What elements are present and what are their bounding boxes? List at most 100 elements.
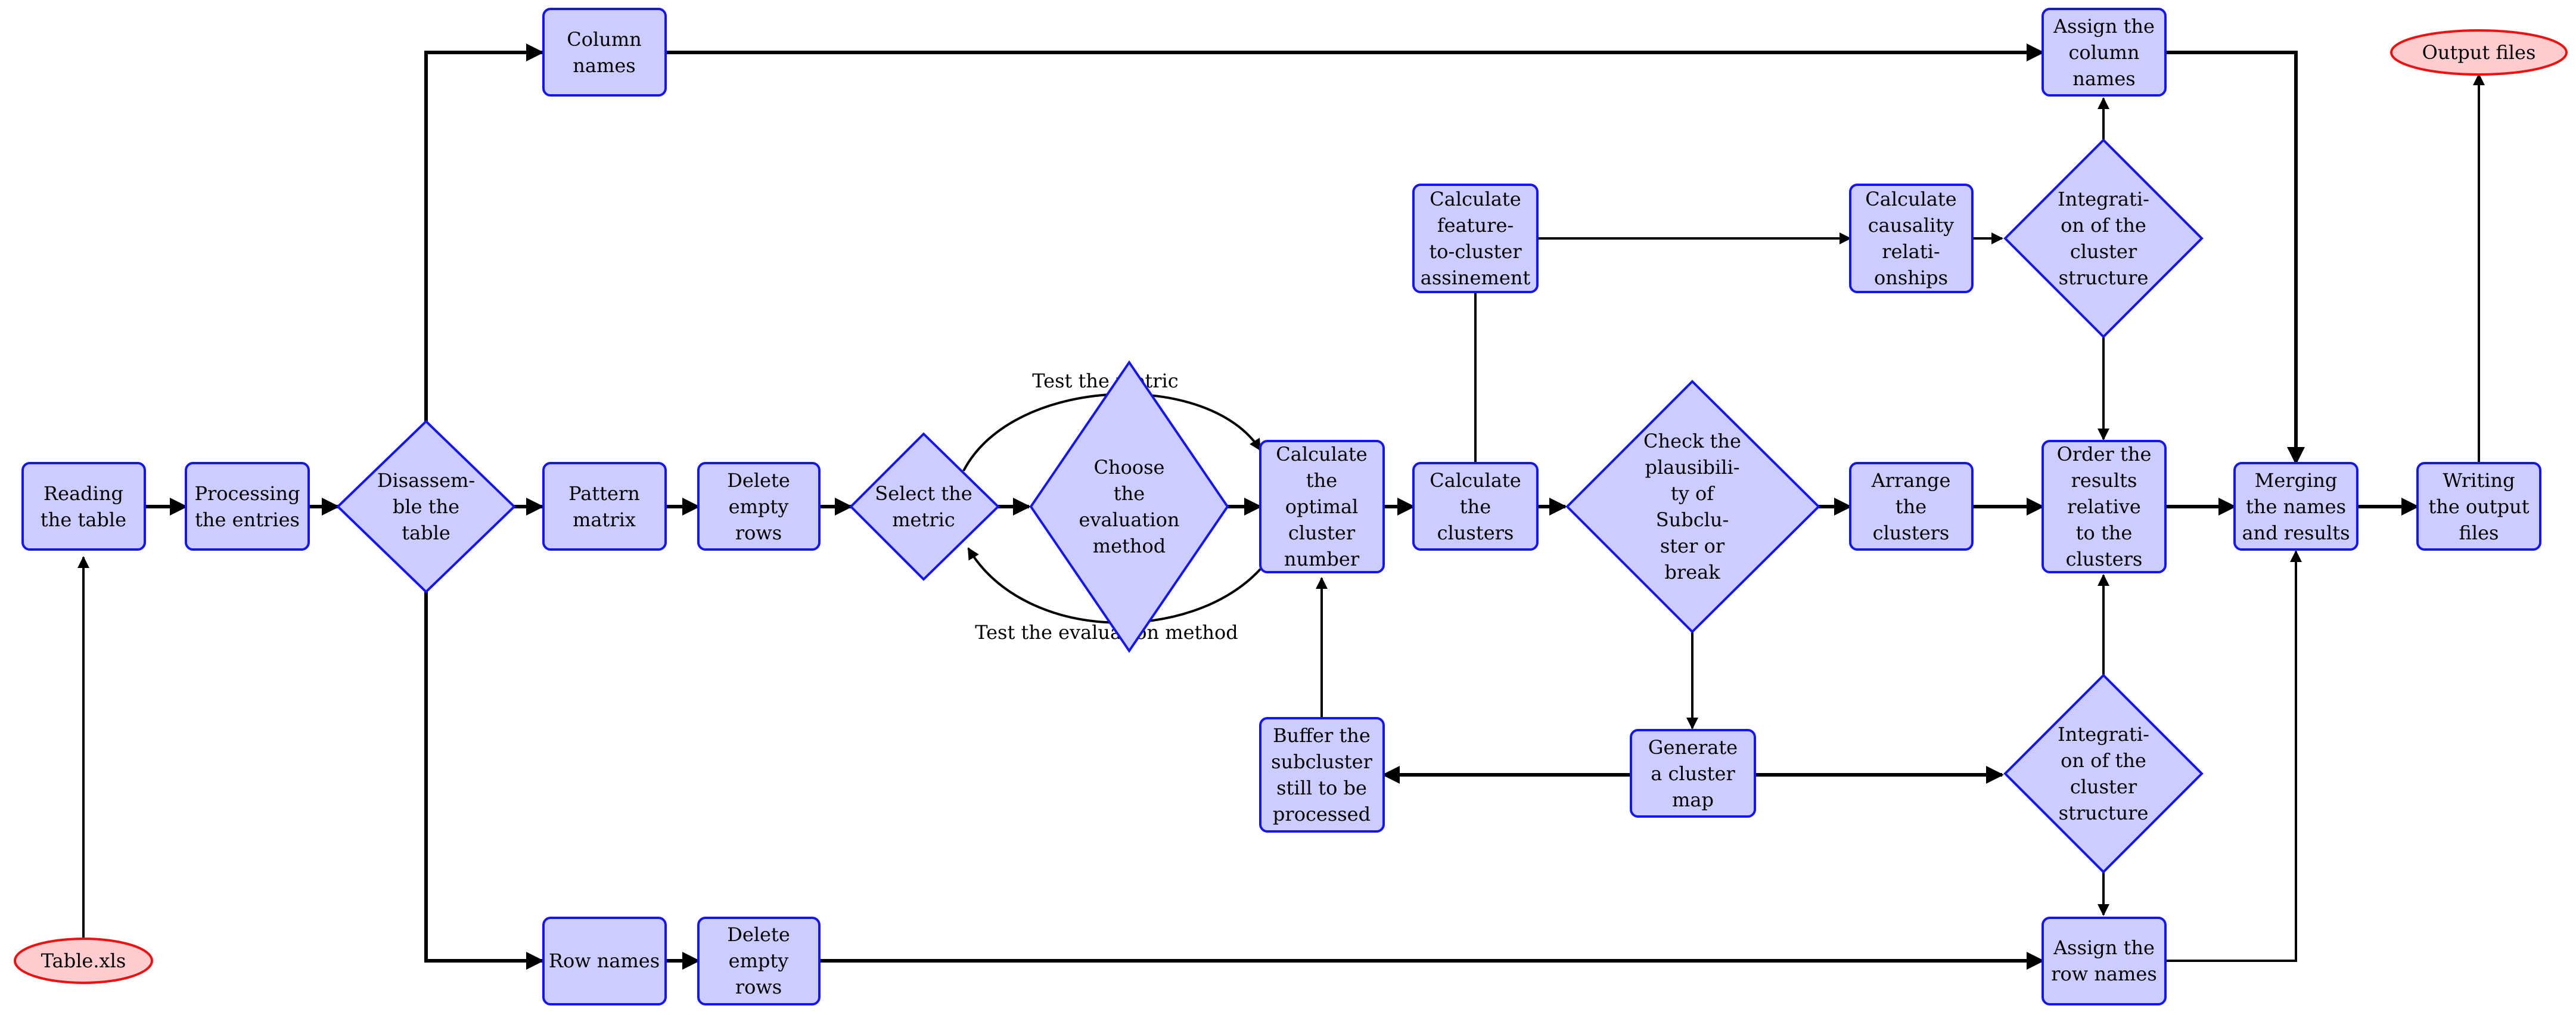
node-label-line: Subclu- [1656,508,1729,531]
node-table-xls: Table.xls [14,938,153,984]
node-label-line: subcluster [1271,750,1373,773]
node-output-files: Output files [2390,29,2568,76]
node-label-line: Assign the [2053,15,2155,38]
node-label-line: ster or [1660,535,1725,557]
node-label-line: cluster [2070,240,2137,263]
node-buffer: Buffer the subcluster still to be processed [1259,717,1385,833]
node-label-line: and results [2242,522,2350,544]
node-label-line: names [2072,67,2135,90]
node-label-line: still to be [1276,777,1367,799]
node-row-names: Row names [542,917,667,1005]
node-label-line: on of the [2061,214,2146,237]
node-pattern-matrix: Pattern matrix [542,462,667,551]
node-label-line: rows [735,976,782,998]
node-label-line: assinement [1421,266,1531,289]
node-label-line: plausibili- [1645,456,1739,479]
node-label-line: ty of [1671,482,1715,505]
node-label-line: causality [1868,214,1954,237]
node-assign-col: Assign the column names [2041,8,2167,97]
node-label-line: the names [2246,495,2346,518]
edge-label-test-metric: Test the metric [1032,370,1178,392]
node-label-line: Calculate [1276,443,1367,465]
node-label-line: Integrati- [2058,723,2149,746]
node-label-line: map [1672,789,1714,811]
node-label-line: Check the [1643,430,1741,452]
edge-label-test-method: Test the evaluation method [975,621,1238,644]
node-label-line: Pattern [568,482,640,505]
node-label-line: the [1114,482,1145,505]
node-label-line: to the [2076,522,2133,544]
node-label-line: Row names [549,949,660,972]
edge-disassemble-to-row-names [424,592,544,970]
node-label-line: optimal [1285,495,1359,518]
node-label-line: structure [2059,266,2149,289]
node-label-line: Choose [1094,456,1165,479]
node-writing: Writing the output files [2416,462,2541,551]
edge-disassemble-to-column-names [424,44,544,421]
node-label-line: column [2069,41,2140,64]
node-label-line: names [573,54,635,77]
node-label-line: the table [41,508,126,531]
node-label-line: metric [892,508,955,531]
node-label-line: to-cluster [1429,240,1522,263]
node-label-line: table [402,522,450,544]
node-label-line: results [2071,469,2137,492]
node-label-line: processed [1273,803,1371,825]
svg-text:Table.xls: Table.xls [41,949,126,972]
node-label-line: Delete [727,923,790,946]
node-label-line: a cluster [1651,762,1735,785]
edge-assign-row-to-merging [2165,550,2302,962]
node-label-line: Assign the [2053,936,2155,959]
node-label-line: Calculate [1430,188,1521,210]
node-label-line: feature- [1437,214,1514,237]
node-label-line: matrix [573,508,636,531]
node-feature-assign: Calculate feature-to-cluster assinement [1412,184,1539,293]
node-label-line: onships [1874,266,1948,289]
node-label-line: relative [2067,495,2141,518]
node-label-line: clusters [1873,522,1950,544]
node-label-line: Table.xls [41,949,126,972]
node-label-line: the output [2428,495,2529,518]
node-label-line: files [2459,522,2499,544]
node-label-line: Calculate [1865,188,1956,210]
node-label-line: Output files [2422,41,2536,64]
node-label-line: the [1306,469,1337,492]
node-label-line: method [1093,535,1166,557]
node-label-line: Buffer the [1273,724,1371,747]
node-label-line: the [1896,495,1926,518]
node-label-line: Writing [2443,469,2515,492]
node-label-line: Merging [2255,469,2338,492]
